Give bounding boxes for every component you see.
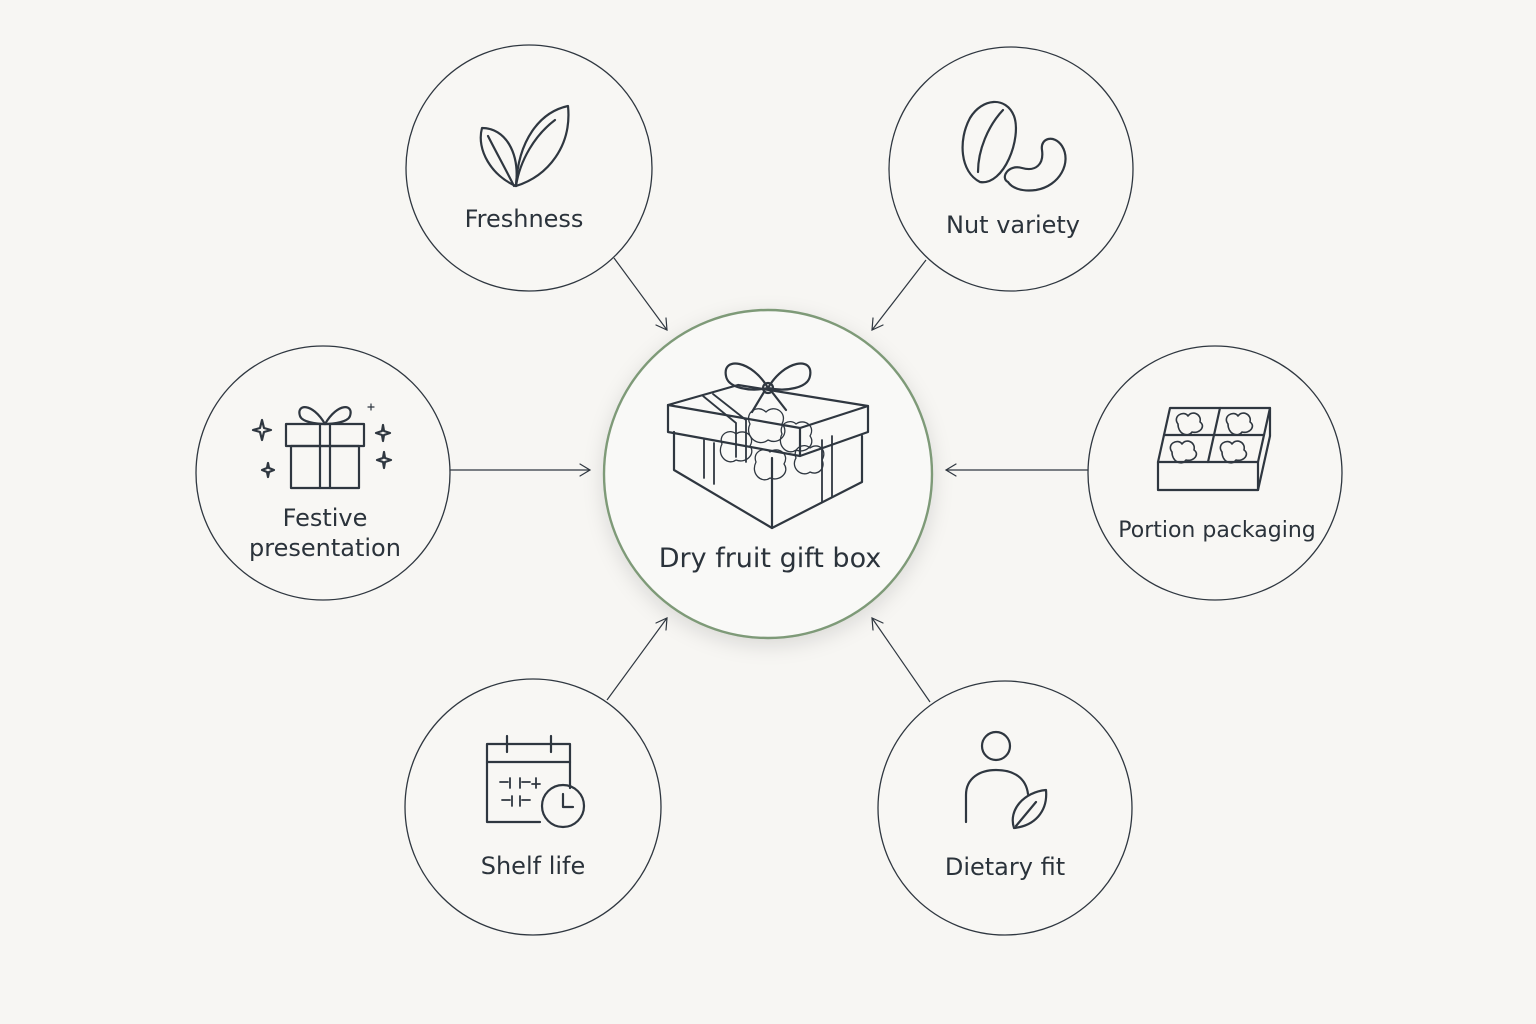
compartment-tray-icon xyxy=(1156,406,1272,492)
arrowhead-portion xyxy=(944,463,957,477)
node-label-line-2: presentation xyxy=(249,534,401,562)
center-node: Dry fruit gift box xyxy=(602,308,934,640)
node-nut-variety: Nut variety xyxy=(888,46,1134,292)
arrowhead-freshness xyxy=(655,317,668,331)
gift-sparkle-icon xyxy=(251,403,393,490)
connectors xyxy=(450,257,1090,703)
center-label: Dry fruit gift box xyxy=(659,543,882,574)
node-portion: Portion packaging xyxy=(1087,345,1343,601)
gift-box-icon xyxy=(666,362,870,530)
arrowhead-nut-variety xyxy=(871,317,884,331)
arrowhead-shelf-life xyxy=(655,617,668,631)
node-label: Freshness xyxy=(465,205,584,233)
arrowhead-festive xyxy=(579,463,592,477)
node-freshness: Freshness xyxy=(405,44,653,292)
connector-dietary xyxy=(871,617,931,703)
node-label: Nut variety xyxy=(946,211,1080,239)
node-shelf-life: Shelf life xyxy=(404,678,662,936)
node-circle xyxy=(195,345,451,601)
center-circle xyxy=(602,308,934,640)
node-circle xyxy=(404,678,662,936)
node-label: Shelf life xyxy=(481,852,586,880)
connector-shelf-life xyxy=(606,617,668,701)
node-label: Portion packaging xyxy=(1118,518,1315,543)
connector-nut-variety xyxy=(871,259,927,331)
node-label: Dietary fit xyxy=(945,853,1065,881)
nuts-icon xyxy=(961,100,1067,192)
connector-freshness xyxy=(613,257,668,331)
node-dietary: Dietary fit xyxy=(877,680,1133,936)
calendar-clock-icon xyxy=(485,734,586,829)
leaf-icon xyxy=(479,104,570,188)
node-circle xyxy=(877,680,1133,936)
node-festive: Festive presentation xyxy=(195,345,451,601)
person-leaf-icon xyxy=(964,730,1048,830)
arrowhead-dietary xyxy=(871,617,884,631)
node-circle xyxy=(405,44,653,292)
node-circle xyxy=(1087,345,1343,601)
node-label-line-1: Festive xyxy=(283,504,368,532)
